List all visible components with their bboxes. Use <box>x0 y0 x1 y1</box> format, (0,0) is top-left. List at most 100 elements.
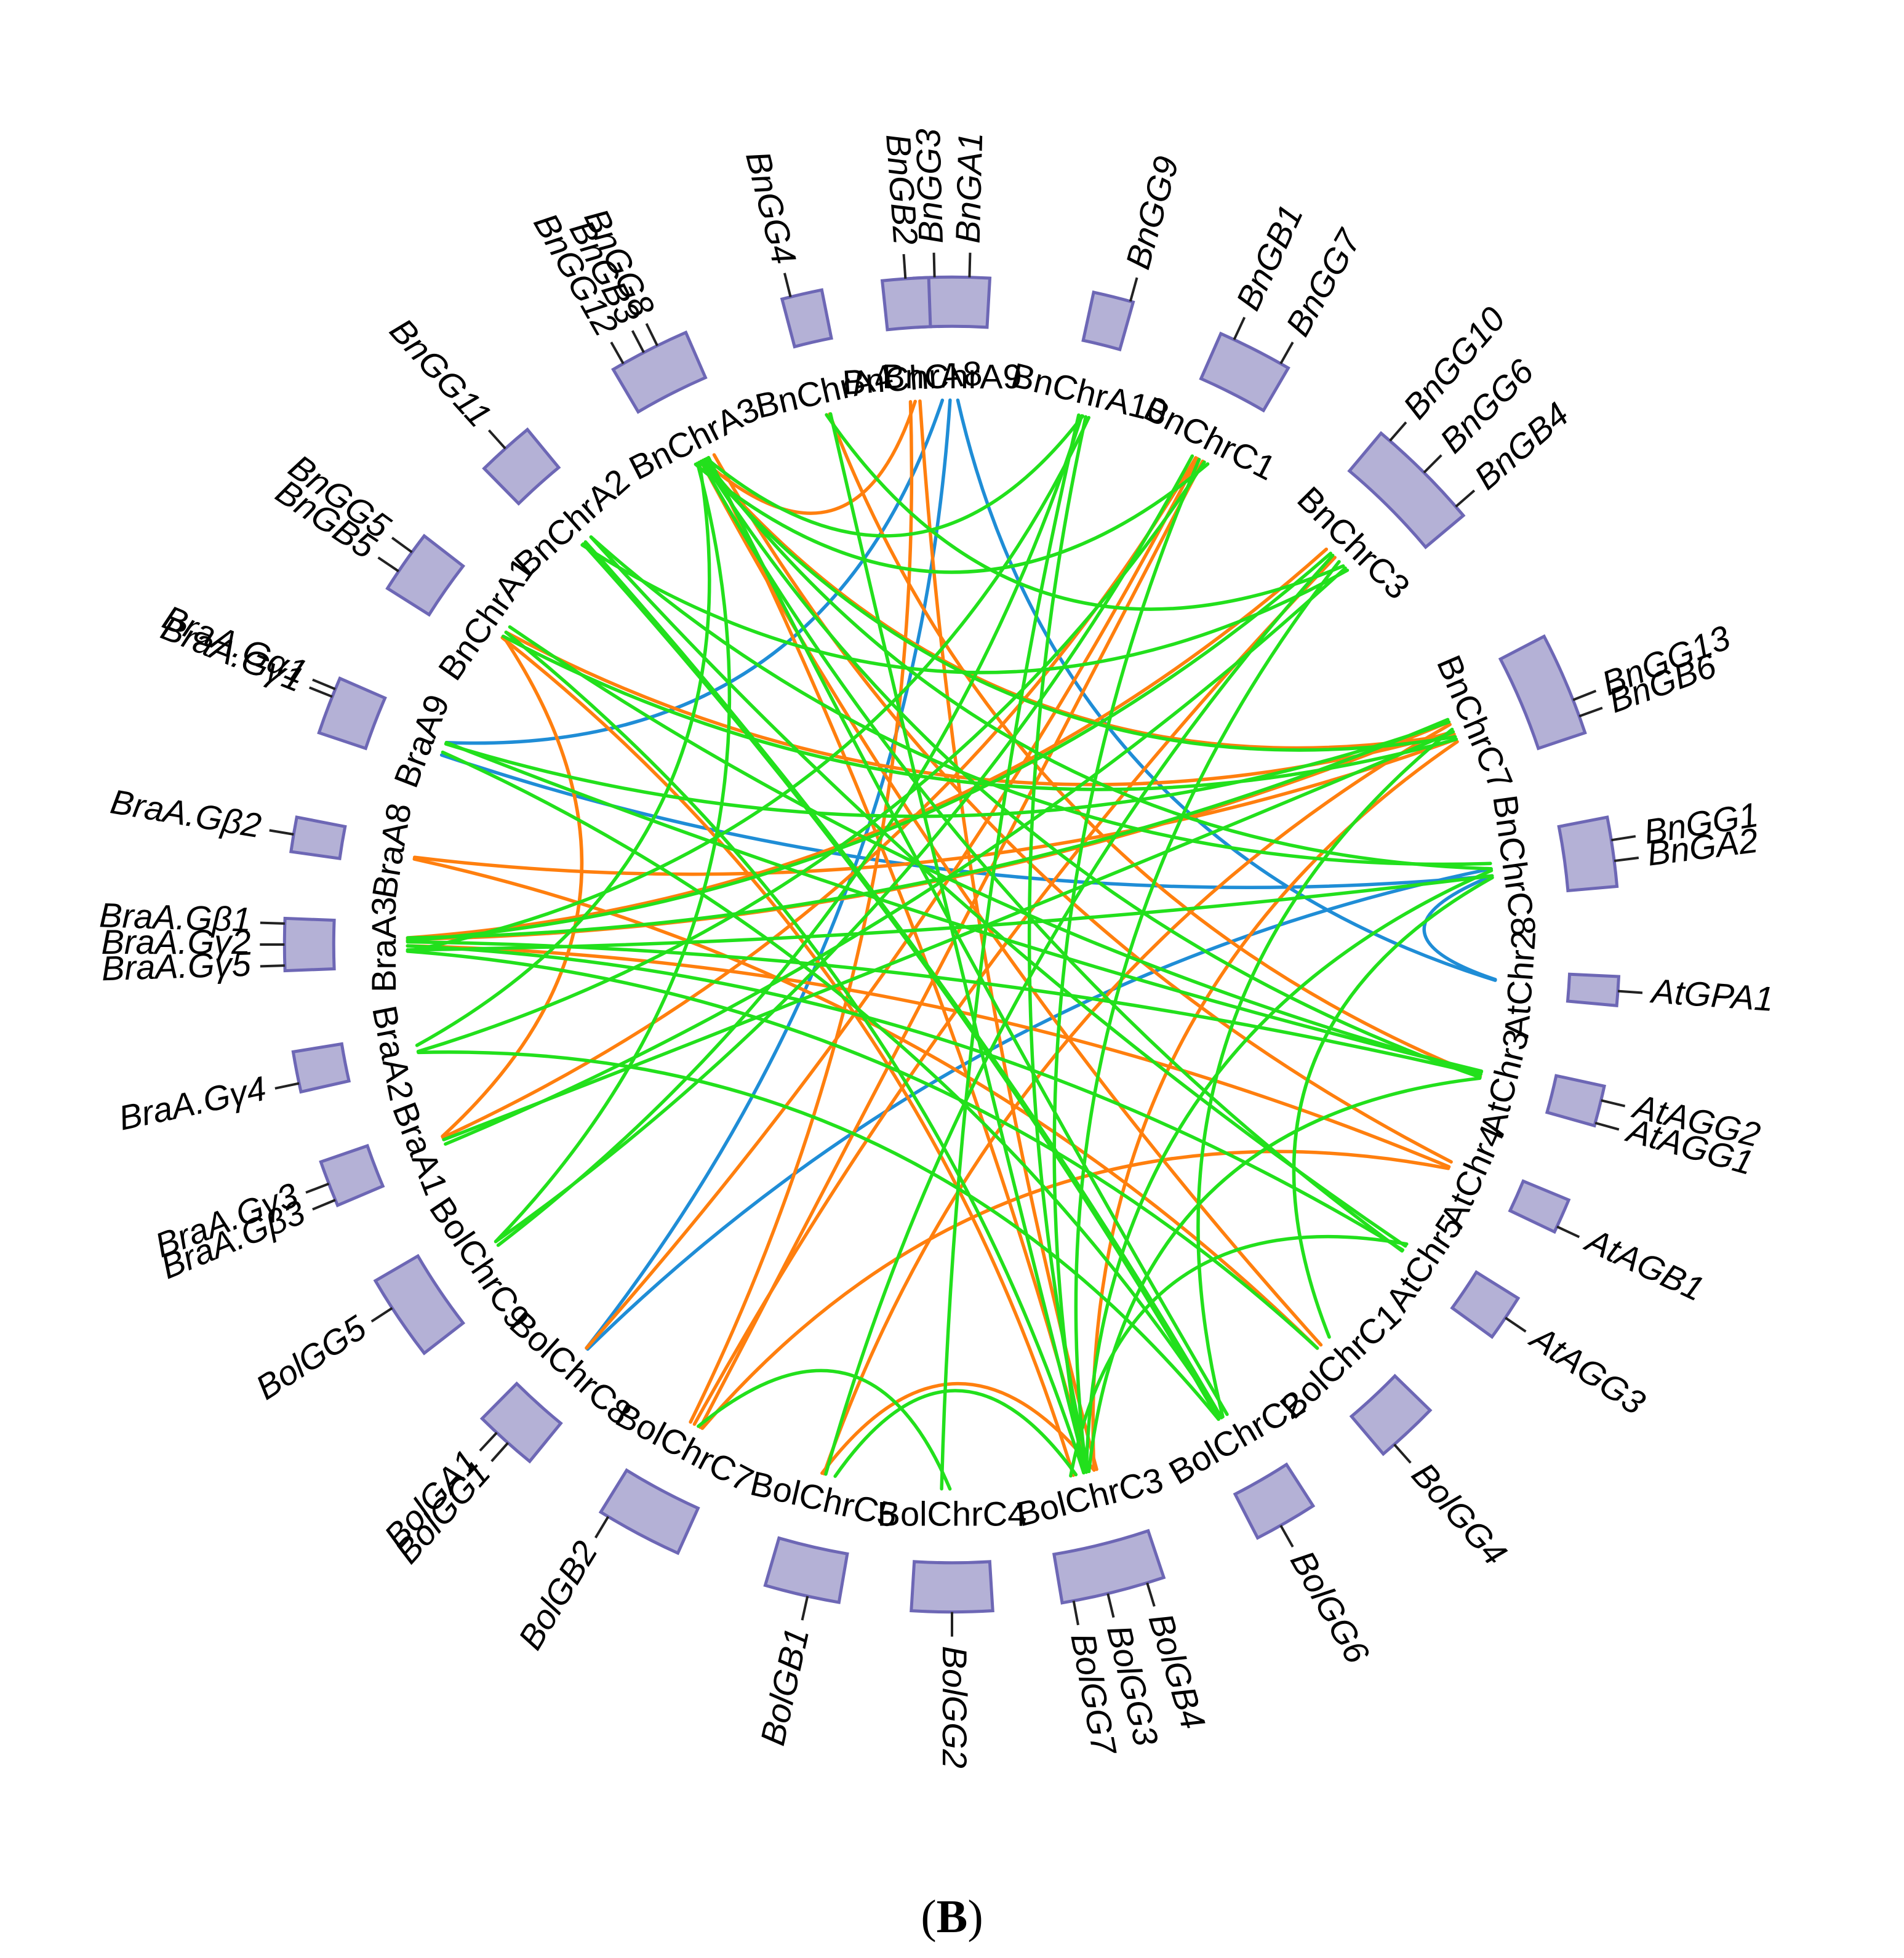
synteny-link-green <box>699 460 1404 1253</box>
chromosome-label: BnChrC8 <box>1486 793 1543 938</box>
synteny-link-blue <box>586 867 1493 1351</box>
chromosome-box <box>479 1381 563 1464</box>
gene-label: BraA.Gβ1 <box>98 895 252 939</box>
synteny-link-green <box>1292 876 1494 1339</box>
synteny-link-green <box>694 462 1210 574</box>
gene-tick <box>1423 454 1442 474</box>
synteny-link-green <box>706 455 1229 1417</box>
synteny-link-green <box>444 740 1484 1073</box>
gene-label: BolGG6 <box>1283 1544 1377 1670</box>
synteny-link-green <box>583 540 1223 1420</box>
panel-label-letter: B <box>937 1891 968 1943</box>
chromosome-box <box>1081 290 1135 352</box>
gene-tick <box>312 1199 336 1211</box>
synteny-link-green <box>833 1389 1078 1478</box>
gene-tick <box>487 429 506 450</box>
gene-tick <box>1505 1316 1527 1333</box>
gene-tick <box>312 678 336 690</box>
synteny-link-orange <box>406 547 1329 940</box>
chromosome-box <box>1347 431 1466 549</box>
gene-tick <box>269 829 294 836</box>
chromosome-box <box>611 330 708 414</box>
gene-tick <box>1393 1444 1412 1464</box>
synteny-link-green <box>508 625 1483 1074</box>
synteny-link-orange <box>692 556 1337 1426</box>
synteny-link-green <box>417 1050 1220 1421</box>
synteny-link-green <box>406 949 1319 1350</box>
synteny-link-orange <box>585 457 1199 1350</box>
gene-tick <box>594 1516 610 1539</box>
gene-tick <box>801 1596 809 1621</box>
gene-label: BraA.Gγ2 <box>102 922 251 961</box>
gene-tick <box>1106 1593 1115 1618</box>
synteny-link-green <box>406 940 1482 1076</box>
chromosome-label: BolChrC4 <box>878 1495 1027 1533</box>
synteny-link-green <box>494 462 732 1244</box>
chromosome-box <box>319 1143 385 1208</box>
chromosome-label: BraA3 <box>364 897 403 993</box>
gene-label: AtGPA1 <box>1649 971 1775 1018</box>
gene-label: BraA.Gγ5 <box>101 945 252 988</box>
synteny-link-green <box>825 413 1345 611</box>
chromosome-box <box>1199 331 1290 413</box>
gene-tick <box>1279 342 1294 364</box>
synteny-link-green <box>705 414 1085 538</box>
gene-label: BolGG5 <box>249 1308 373 1407</box>
synteny-link-green <box>415 460 711 1047</box>
gene-label: BolGB1 <box>753 1624 816 1749</box>
synteny-links <box>406 398 1497 1491</box>
chromosome-box <box>1545 1074 1606 1128</box>
chromosome-box <box>1052 1528 1166 1605</box>
gene-tick <box>1389 421 1407 442</box>
chromosome-AtChr2: AtChr2 AtGPA1 <box>1497 929 1775 1039</box>
chromosome-box <box>598 1468 700 1556</box>
synteny-link-green <box>824 553 1335 1476</box>
synteny-link-blue <box>1422 874 1497 981</box>
synteny-link-green <box>589 535 1492 866</box>
gene-label: BraA.Gγ1 <box>156 608 309 700</box>
gene-tick <box>370 1307 393 1323</box>
synteny-link-orange <box>441 634 584 1138</box>
gene-tick <box>783 273 792 298</box>
chromosome-box <box>385 533 466 617</box>
gene-label: BraA.Gγ4 <box>115 1069 270 1138</box>
chromosome-label: BraA1 <box>385 1097 456 1201</box>
synteny-link-green <box>699 460 1457 752</box>
gene-label: BolGB2 <box>511 1534 605 1656</box>
synteny-link-orange <box>700 1149 1450 1430</box>
chromosome-label: BraA8 <box>364 801 418 901</box>
synteny-link-green <box>406 944 1405 1252</box>
gene-tick <box>645 322 658 346</box>
gene-label: BolGG4 <box>1404 1455 1514 1573</box>
chromosome-label: AtChr2 <box>1497 929 1543 1039</box>
gene-label: BnGA1 <box>948 132 990 244</box>
synteny-link-orange <box>820 1381 1096 1475</box>
chromosome-box <box>482 427 561 506</box>
gene-tick <box>1611 835 1636 842</box>
gene-tick <box>274 1082 300 1090</box>
synteny-link-green <box>1087 1076 1482 1474</box>
gene-tick <box>260 921 285 925</box>
gene-tick <box>932 252 936 278</box>
gene-tick <box>1617 989 1643 994</box>
chromosome-box <box>910 1560 994 1614</box>
synteny-link-orange <box>822 722 1452 1476</box>
synteny-link-orange <box>406 944 1451 1169</box>
gene-tick <box>1594 1121 1620 1131</box>
gene-tick <box>305 1182 330 1194</box>
chromosome-box <box>291 1042 351 1094</box>
synteny-link-green <box>701 458 1482 1079</box>
gene-label: BnGG3 <box>908 128 950 244</box>
synteny-link-green <box>444 566 1347 1146</box>
synteny-link-orange <box>1091 740 1459 1472</box>
